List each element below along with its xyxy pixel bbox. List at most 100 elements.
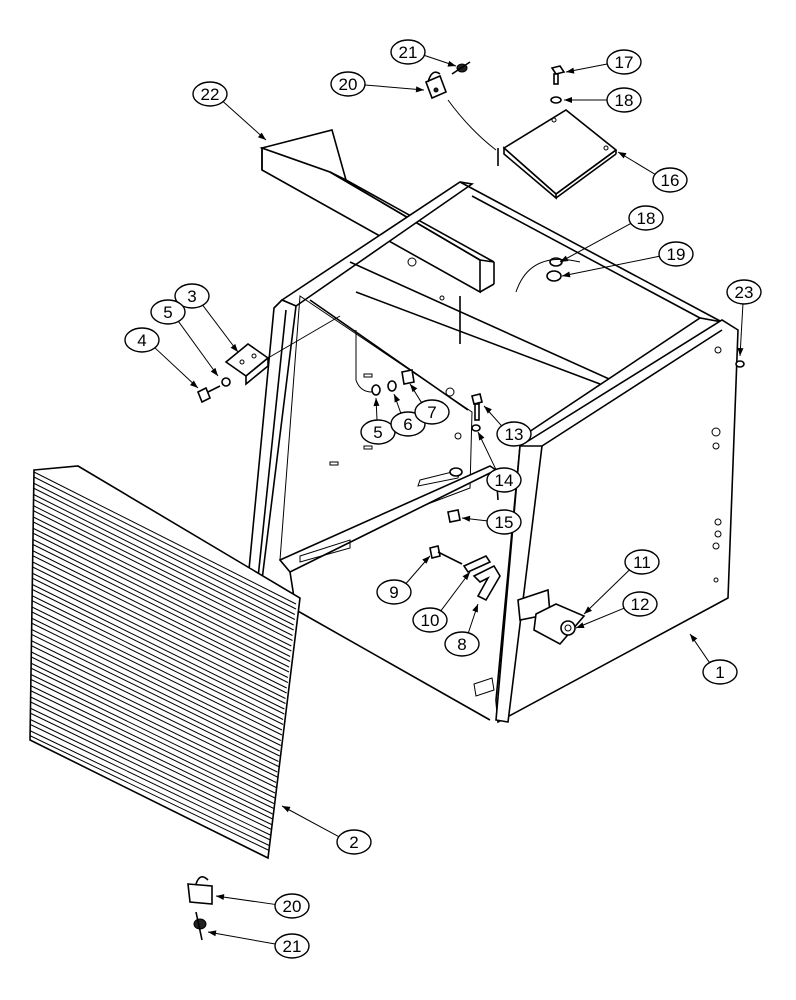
callout-number: 16 (661, 171, 680, 190)
callout-number: 18 (637, 209, 656, 228)
leader-arrowhead (410, 384, 418, 393)
louver-slat-edge (31, 656, 278, 778)
part-19-nut (546, 270, 562, 282)
callout-number: 5 (163, 303, 172, 322)
louver-slat (30, 662, 277, 783)
leader-arrowhead (210, 367, 218, 376)
louver-slat-edge (33, 487, 296, 620)
callout-3: 3 (174, 283, 239, 353)
part-10-plate (462, 554, 492, 574)
callout-number: 21 (283, 937, 302, 956)
leader-arrowhead (415, 86, 424, 93)
louver-slat-edge (31, 645, 279, 767)
callout-22: 22 (192, 81, 267, 141)
callout-number: 5 (373, 423, 382, 442)
leader-arrowhead (484, 406, 492, 414)
callout-5: 5 (150, 299, 219, 377)
part-8-latch (472, 564, 501, 602)
part-5-washer-inner (371, 384, 381, 396)
part-20-padlock-upper (424, 71, 448, 100)
leader-arrowhead (373, 398, 380, 407)
louver-slat (33, 494, 294, 626)
callout-16: 16 (617, 151, 688, 193)
callout-number: 7 (427, 403, 436, 422)
louver-slat (32, 572, 286, 699)
part-12-knob (560, 620, 576, 636)
louver-slat (31, 606, 283, 731)
callout-20: 20 (215, 893, 310, 919)
callout-15: 15 (461, 509, 522, 535)
leader-line (739, 303, 744, 357)
louver-slat-edge (29, 735, 270, 851)
part-14-washer (449, 424, 481, 477)
louver-slat (31, 651, 278, 773)
part-7-nut (401, 369, 415, 385)
callout-number: 14 (495, 471, 514, 490)
callout-oval (192, 81, 228, 107)
leader-line (440, 571, 471, 612)
louver-slat-edge (32, 566, 287, 694)
part-21-key-lower (193, 911, 207, 941)
leader-arrowhead (584, 606, 592, 614)
leader-arrowhead (216, 894, 225, 901)
part-16-cover-plate (497, 109, 618, 200)
callout-number: 12 (631, 595, 650, 614)
leader-line (583, 569, 630, 615)
callout-oval (150, 299, 186, 325)
callout-oval (336, 829, 372, 855)
bracket-outline-19 (515, 258, 581, 293)
callout-12: 12 (575, 591, 658, 629)
louver-slat (30, 696, 273, 815)
louver-slat-edge (33, 521, 292, 652)
callout-oval (606, 87, 642, 113)
callout-number: 4 (137, 331, 146, 350)
louver-slat (30, 685, 275, 804)
part-6-lockwasher (387, 380, 397, 392)
leader-arrowhead (462, 515, 471, 522)
callout-number: 21 (399, 43, 418, 62)
callout-7: 7 (409, 383, 450, 425)
leader-arrowhead (564, 97, 572, 103)
leader-line (559, 223, 632, 263)
callout-number: 8 (457, 635, 466, 654)
callout-number: 23 (735, 283, 754, 302)
chain-upper (447, 99, 497, 151)
louver-slat (33, 516, 292, 647)
callout-oval (274, 933, 310, 959)
leader-arrowhead (422, 556, 430, 564)
part-4-bolt (196, 385, 221, 404)
callout-1: 1 (689, 633, 738, 685)
louver-slat (32, 539, 290, 668)
callout-number: 17 (615, 53, 634, 72)
part-11-hinge (517, 588, 586, 646)
callout-21: 21 (390, 39, 457, 67)
louver-slat-edge (32, 589, 285, 715)
leader-arrowhead (566, 67, 575, 74)
leader-arrowhead (257, 132, 266, 140)
leader-line (281, 805, 340, 838)
leader-arrowhead (576, 622, 585, 628)
leader-line (561, 255, 660, 277)
callout-18: 18 (564, 87, 642, 113)
louver-slat (33, 505, 293, 636)
louver-slat (30, 719, 271, 836)
leader-arrowhead (447, 60, 456, 67)
callout-number: 2 (349, 833, 358, 852)
leader-arrowhead (208, 930, 217, 937)
callout-oval (330, 71, 366, 97)
callout-2: 2 (281, 805, 372, 855)
louver-slat (32, 550, 289, 678)
leader-arrowhead (690, 634, 698, 643)
louver-slat-edge (30, 690, 275, 809)
part-5-washer-left (221, 377, 231, 387)
leader-line (207, 931, 276, 945)
callout-oval (486, 467, 522, 493)
callout-oval (444, 631, 480, 657)
louver-slat-edge (30, 667, 277, 788)
part-13-bolt (471, 393, 483, 421)
callout-number: 1 (715, 663, 724, 682)
leader-arrowhead (472, 604, 478, 613)
leader-line (154, 347, 199, 389)
leader-line (222, 101, 267, 141)
louver-slat (31, 595, 284, 720)
